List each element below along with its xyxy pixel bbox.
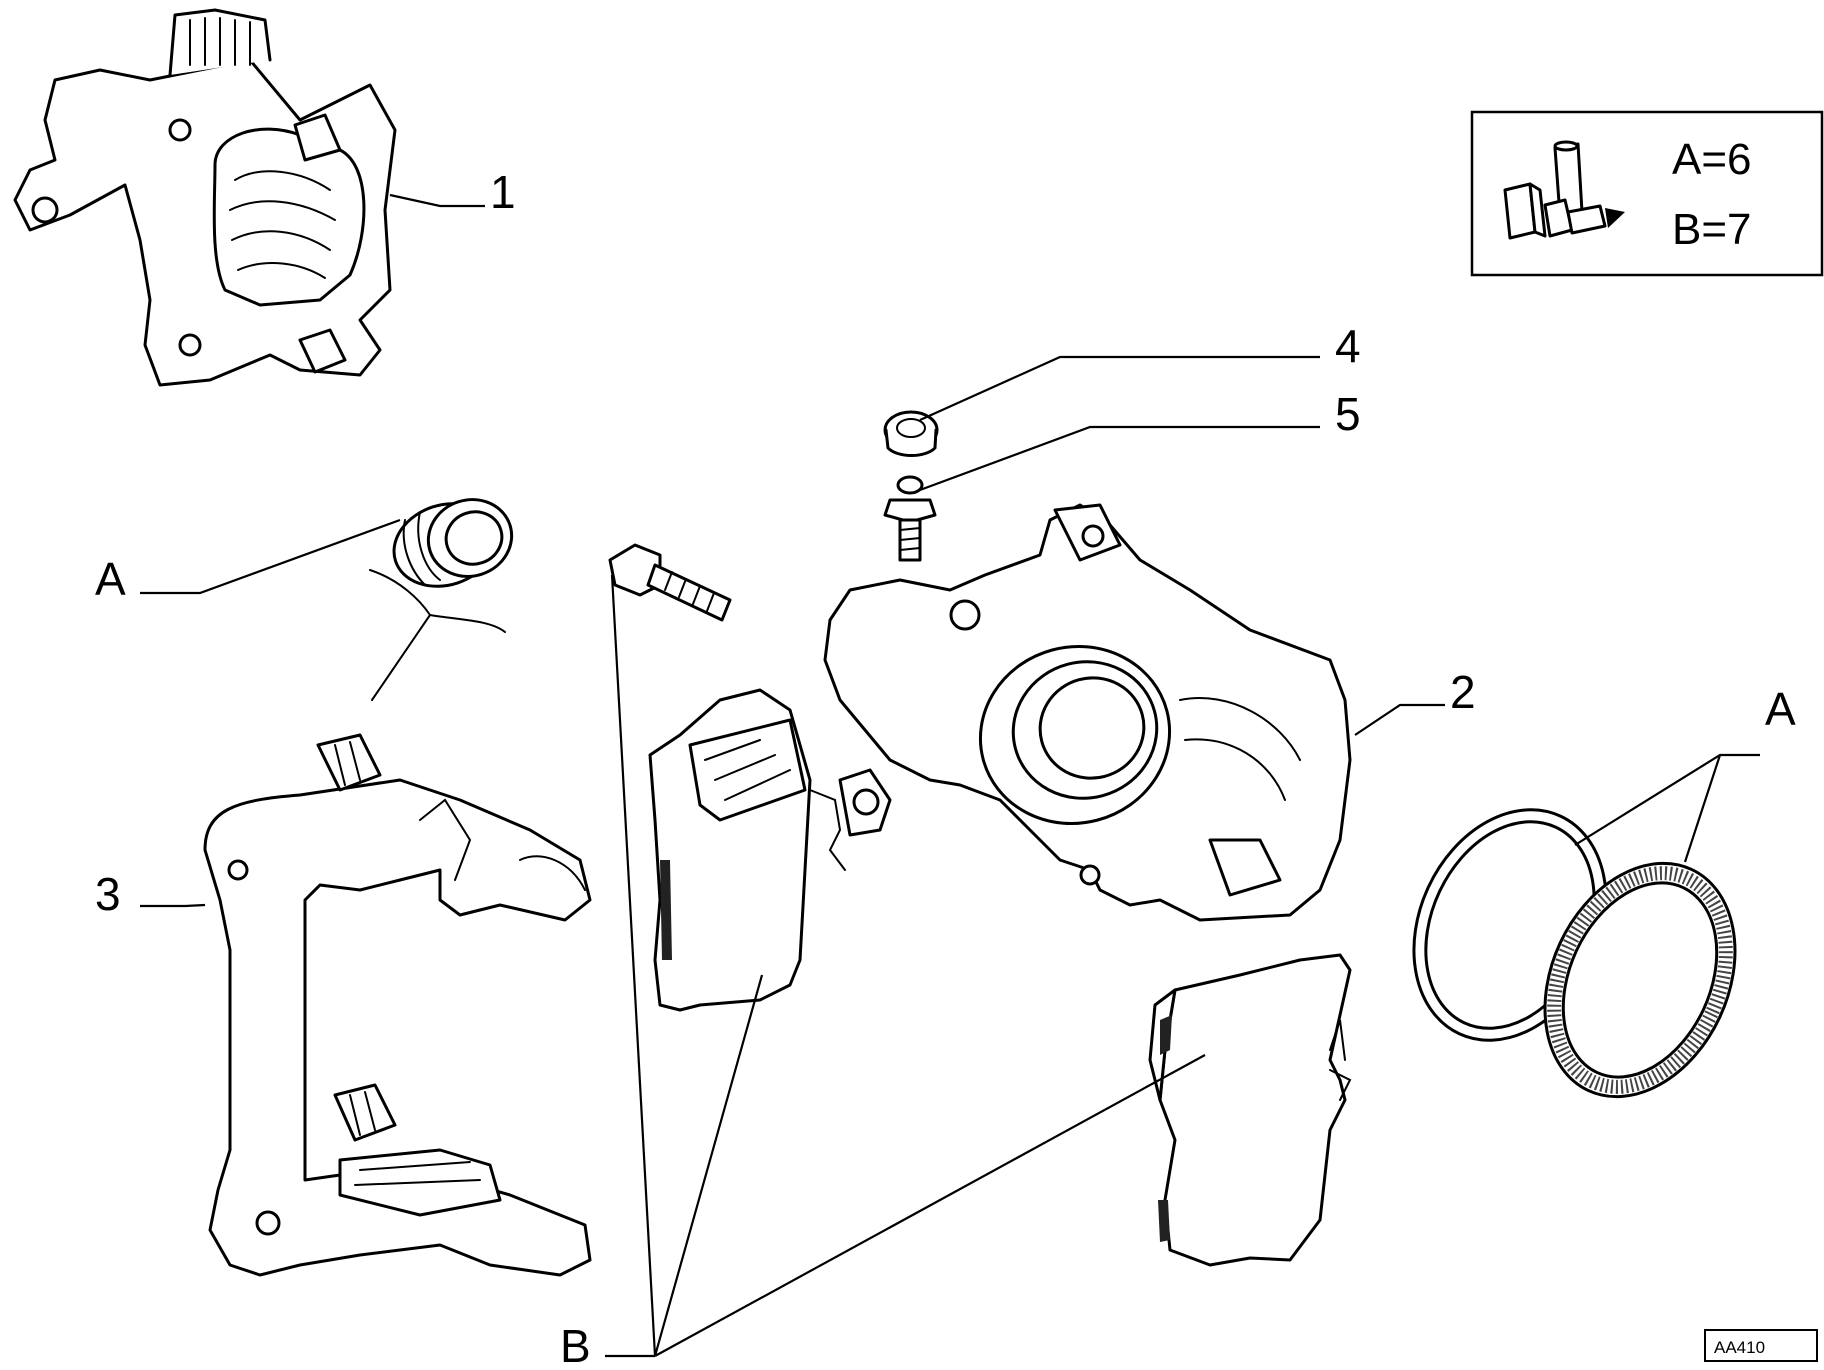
part-2-caliper-housing xyxy=(823,503,1352,922)
callout-b: B xyxy=(560,1320,591,1365)
callout-4: 4 xyxy=(1335,320,1361,372)
callout-a-right: A xyxy=(1765,683,1796,735)
part-a-piston-boot xyxy=(392,498,514,588)
part-a-piston-seals xyxy=(1412,808,1737,1099)
legend-a: A=6 xyxy=(1672,135,1752,184)
leader-1 xyxy=(389,193,485,208)
lubricant-tubes-icon xyxy=(1503,140,1625,240)
leader-b xyxy=(605,574,1206,1358)
legend-b: B=7 xyxy=(1672,205,1752,254)
part-5-bleed-screw xyxy=(883,475,937,562)
reference-label: AA410 xyxy=(1714,1338,1765,1357)
part-4-bleed-cap xyxy=(883,410,939,457)
part-brake-pad-outer xyxy=(1148,953,1352,1267)
leader-a-right xyxy=(1574,753,1760,863)
leader-3 xyxy=(140,903,206,908)
reference-code: AA410 xyxy=(1704,1329,1818,1362)
leader-4 xyxy=(919,355,1320,422)
part-1-caliper-assembly xyxy=(13,8,397,387)
leader-2 xyxy=(1354,703,1445,736)
part-guide-bolt xyxy=(608,543,732,622)
callout-1: 1 xyxy=(490,166,516,218)
callout-3: 3 xyxy=(95,868,121,920)
callout-2: 2 xyxy=(1450,666,1476,718)
callout-a-left: A xyxy=(95,553,126,605)
part-3-caliper-bracket xyxy=(203,733,592,1277)
callout-5: 5 xyxy=(1335,388,1361,440)
part-brake-pad-inner xyxy=(648,688,846,1012)
arrow-a xyxy=(371,614,431,701)
leader-a-left xyxy=(140,518,401,595)
lubricant-legend: A=6 B=7 xyxy=(1470,110,1824,277)
leader-5 xyxy=(919,425,1320,492)
